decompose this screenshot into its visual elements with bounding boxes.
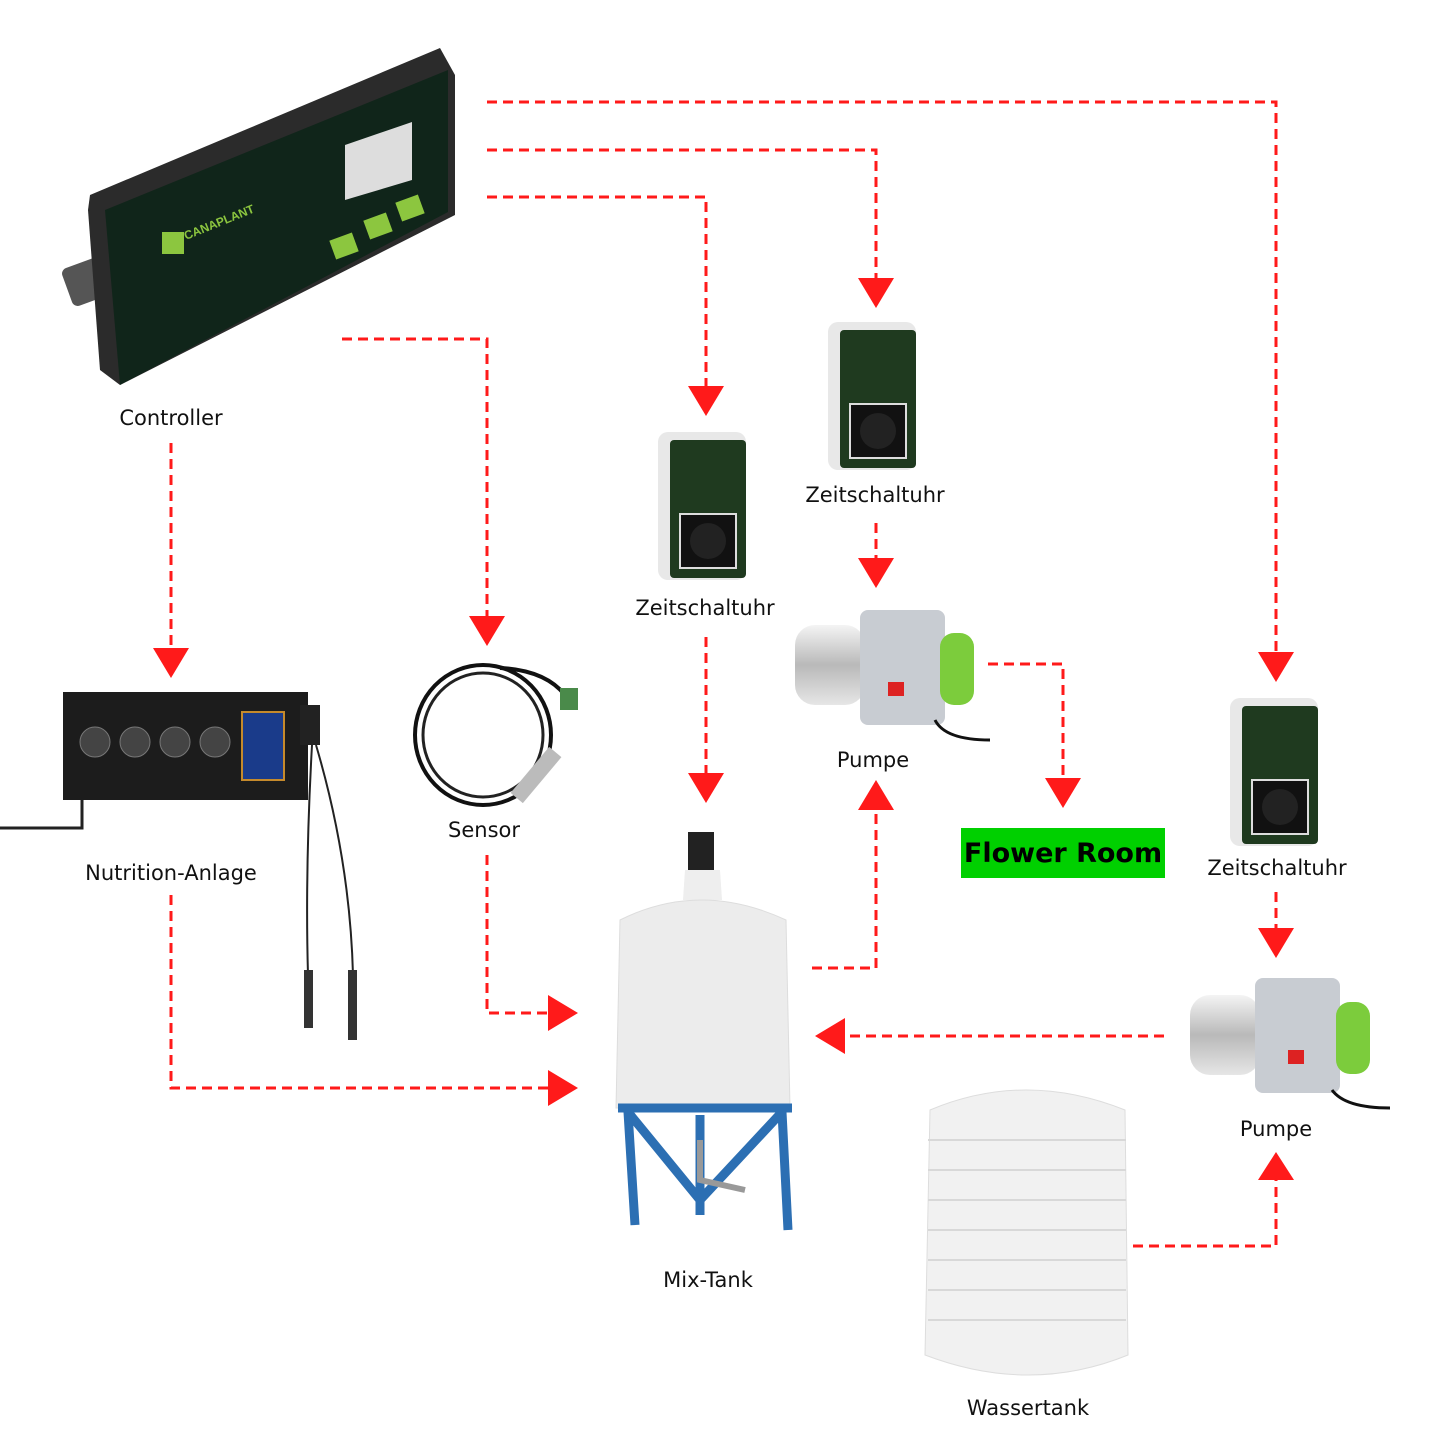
timer2-label: Zeitschaltuhr xyxy=(805,483,945,507)
sensor-label: Sensor xyxy=(448,818,520,842)
connector-controller-timer3 xyxy=(487,100,1278,652)
pump2-label: Pumpe xyxy=(1239,1117,1313,1141)
arrowhead-down-icon xyxy=(469,616,505,646)
arrowhead-down-icon xyxy=(1258,652,1294,682)
timer1-label: Zeitschaltuhr xyxy=(635,596,775,620)
connector-pump1-flowerroom xyxy=(988,662,1065,780)
arrowhead-left-icon xyxy=(815,1018,845,1054)
timer2-device-image xyxy=(828,322,916,470)
controller-label: Controller xyxy=(119,406,223,430)
timer3-label: Zeitschaltuhr xyxy=(1207,856,1347,880)
arrowhead-down-icon xyxy=(688,386,724,416)
arrowhead-up-icon xyxy=(858,780,894,810)
arrowhead-down-icon xyxy=(1045,778,1081,808)
arrowhead-down-icon xyxy=(858,558,894,588)
arrowhead-down-icon xyxy=(153,648,189,678)
flower-room-box: Flower Room xyxy=(961,828,1165,878)
sensor-device-image xyxy=(413,663,578,807)
arrowhead-down-icon xyxy=(1258,928,1294,958)
pump2-device-image xyxy=(1190,978,1391,1110)
connector-controller-timer2 xyxy=(487,148,878,280)
mixtank-label: Mix-Tank xyxy=(663,1268,753,1292)
pump1-label: Pumpe xyxy=(836,748,910,772)
timer1-device-image xyxy=(658,432,746,580)
controller-device-image: CANAPLANT xyxy=(62,48,455,385)
arrowhead-right-icon xyxy=(548,1070,578,1106)
connector-mixtank-pump1 xyxy=(812,808,878,970)
arrowhead-down-icon xyxy=(688,773,724,803)
nutrition-label: Nutrition-Anlage xyxy=(85,861,257,885)
connector-controller-sensor xyxy=(342,337,489,618)
connector-sensor-mixtank xyxy=(485,855,550,1015)
timer3-device-image xyxy=(1230,698,1318,846)
watertank-image xyxy=(924,1089,1129,1376)
arrowhead-right-icon xyxy=(548,995,578,1031)
connector-controller-timer1 xyxy=(487,195,708,388)
connector-nutrition-mixtank xyxy=(169,895,550,1090)
arrowhead-down-icon xyxy=(858,278,894,308)
watertank-label: Wassertank xyxy=(966,1396,1090,1420)
pump1-device-image xyxy=(795,610,991,742)
mixtank-image xyxy=(615,832,793,1231)
nutrition-device-image xyxy=(0,692,357,1040)
connector-watertank-pump2 xyxy=(1133,1180,1278,1248)
arrowhead-up-icon xyxy=(1258,1152,1294,1180)
